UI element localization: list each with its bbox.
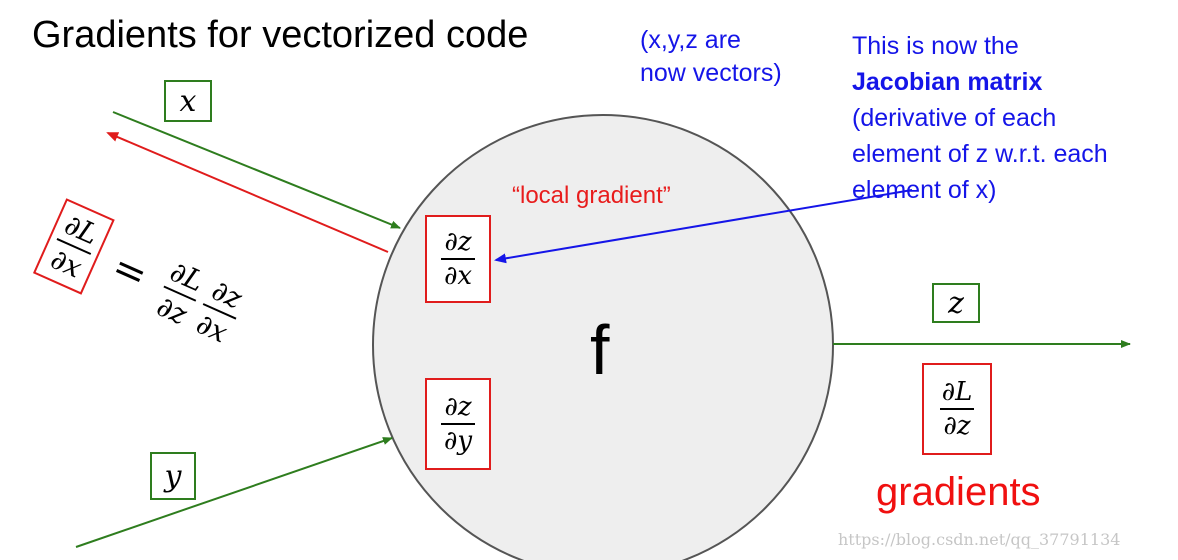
y-variable-box: y — [150, 452, 196, 500]
dz-dx-denominator: ∂x — [440, 258, 476, 291]
jacobian-note-line4: element of z w.r.t. each — [852, 140, 1108, 168]
page-title: Gradients for vectorized code — [32, 14, 529, 56]
y-input-arrow — [75, 437, 393, 548]
x-gradient-arrow — [106, 132, 389, 253]
x-variable-label: x — [179, 83, 197, 119]
dz-dy-numerator: ∂z — [444, 392, 472, 422]
dz-dy-denominator: ∂y — [440, 423, 476, 456]
x-input-arrow — [112, 111, 401, 229]
dz-dy-box: ∂z ∂y — [425, 378, 491, 470]
jacobian-note-bold: Jacobian matrix — [852, 68, 1043, 96]
dz-dy-fraction: ∂z ∂y — [440, 392, 476, 456]
dz-dx-numerator: ∂z — [444, 227, 472, 257]
dL-dz-fraction: ∂L ∂z — [939, 377, 976, 441]
dL-dz-numerator: ∂L — [941, 377, 973, 407]
local-gradient-label: “local gradient” — [512, 182, 671, 209]
dL-dz-box: ∂L ∂z — [922, 363, 992, 455]
vectors-note-line1: (x,y,z are — [640, 26, 741, 54]
vectors-note: (x,y,z are now vectors) — [640, 24, 782, 90]
vectors-note-line2: now vectors) — [640, 59, 782, 87]
function-label: f — [590, 311, 610, 389]
dz-dx-fraction: ∂z ∂x — [440, 227, 476, 291]
jacobian-pointer-arrow — [494, 189, 913, 264]
equals-sign: = — [105, 243, 155, 300]
y-variable-label: y — [164, 458, 182, 494]
z-variable-box: z — [932, 283, 980, 323]
x-variable-box: x — [164, 80, 212, 122]
jacobian-note-line3: (derivative of each — [852, 104, 1057, 132]
jacobian-note-line5: element of x) — [852, 176, 997, 204]
dL-dz-denominator: ∂z — [940, 408, 974, 441]
z-variable-label: z — [948, 285, 964, 321]
watermark: https://blog.csdn.net/qq_37791134 — [838, 530, 1121, 549]
gradients-label: gradients — [876, 470, 1041, 514]
dz-dx-box: ∂z ∂x — [425, 215, 491, 303]
jacobian-note-line1: This is now the — [852, 32, 1019, 60]
jacobian-note: This is now the Jacobian matrix (derivat… — [852, 28, 1108, 208]
